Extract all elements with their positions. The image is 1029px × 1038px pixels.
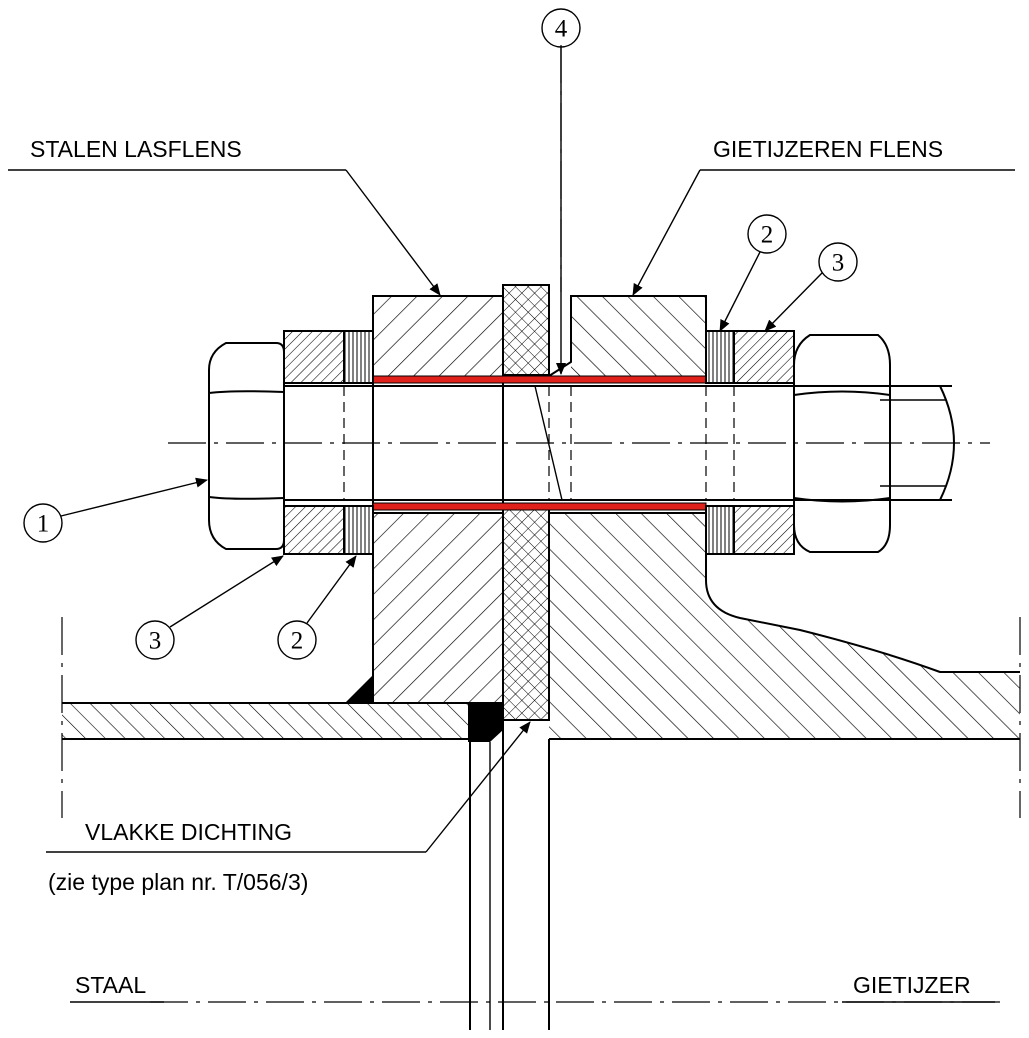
callout-3-right-number: 3 xyxy=(832,250,845,277)
callout-4-number: 4 xyxy=(555,16,568,43)
nut-right xyxy=(793,334,891,553)
callout-3-left-number: 3 xyxy=(149,628,162,655)
callout-2-left: 2 xyxy=(277,555,357,660)
steel-label: STAAL xyxy=(75,972,146,998)
callout-2-right-number: 2 xyxy=(761,222,774,249)
washer-right xyxy=(733,330,795,555)
washer-left xyxy=(283,330,345,555)
label-cast-iron-flange: GIETIJZEREN FLENS xyxy=(632,136,1015,296)
label-flat-gasket: VLAKKE DICHTING (zie type plan nr. T/056… xyxy=(46,721,531,895)
flat-gasket-label: VLAKKE DICHTING xyxy=(85,819,292,845)
steel-flange-label: STALEN LASFLENS xyxy=(30,136,242,162)
gasket-reference-label: (zie type plan nr. T/056/3) xyxy=(48,869,308,895)
butt-weld xyxy=(468,703,503,742)
insulating-washer-right xyxy=(705,330,735,555)
insulating-sleeve-bottom xyxy=(372,502,707,511)
steel-pipe xyxy=(62,702,472,740)
callout-2-right: 2 xyxy=(719,214,787,332)
cast-iron-flange xyxy=(548,295,1020,740)
cast-iron-flange-label: GIETIJZEREN FLENS xyxy=(713,136,943,162)
callout-3-left: 3 xyxy=(135,555,284,660)
cast-iron-label: GIETIJZER xyxy=(853,972,971,998)
callout-2-left-number: 2 xyxy=(291,628,304,655)
callout-1: 1 xyxy=(23,477,208,543)
flat-gasket xyxy=(502,284,550,721)
insulating-washer-left xyxy=(343,330,374,555)
bolt-head-left xyxy=(208,342,285,550)
label-steel-flange: STALEN LASFLENS xyxy=(8,136,441,296)
fillet-weld xyxy=(345,675,373,703)
callout-3-right: 3 xyxy=(764,242,858,332)
label-steel: STAAL xyxy=(70,972,164,1003)
label-cast-iron: GIETIJZER xyxy=(842,972,995,1003)
callout-4: 4 xyxy=(541,8,581,375)
callout-1-number: 1 xyxy=(37,511,50,538)
insulating-sleeve-top xyxy=(372,375,707,384)
